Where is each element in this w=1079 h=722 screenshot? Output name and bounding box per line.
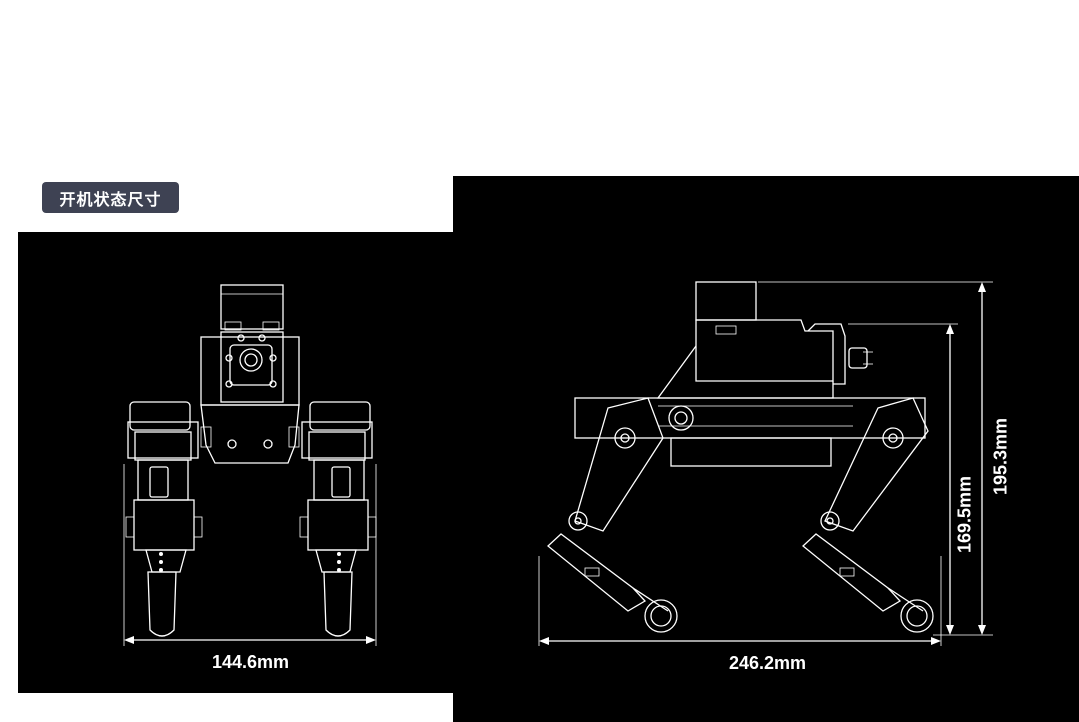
- front-view-drawing: [123, 284, 377, 646]
- side-length-dimension: 246.2mm: [729, 653, 807, 673]
- total-height-dimension: 195.3mm: [990, 417, 1011, 496]
- side-view-panel: 246.2mm 169.5mm 195.3mm: [453, 176, 1079, 722]
- side-view-drawing: [538, 281, 993, 646]
- front-width-dimension: 144.6mm: [212, 652, 290, 672]
- front-view-panel: 144.6mm: [18, 232, 454, 693]
- body-height-dimension: 169.5mm: [954, 475, 975, 554]
- power-on-dimensions-badge: 开机状态尺寸: [42, 182, 179, 213]
